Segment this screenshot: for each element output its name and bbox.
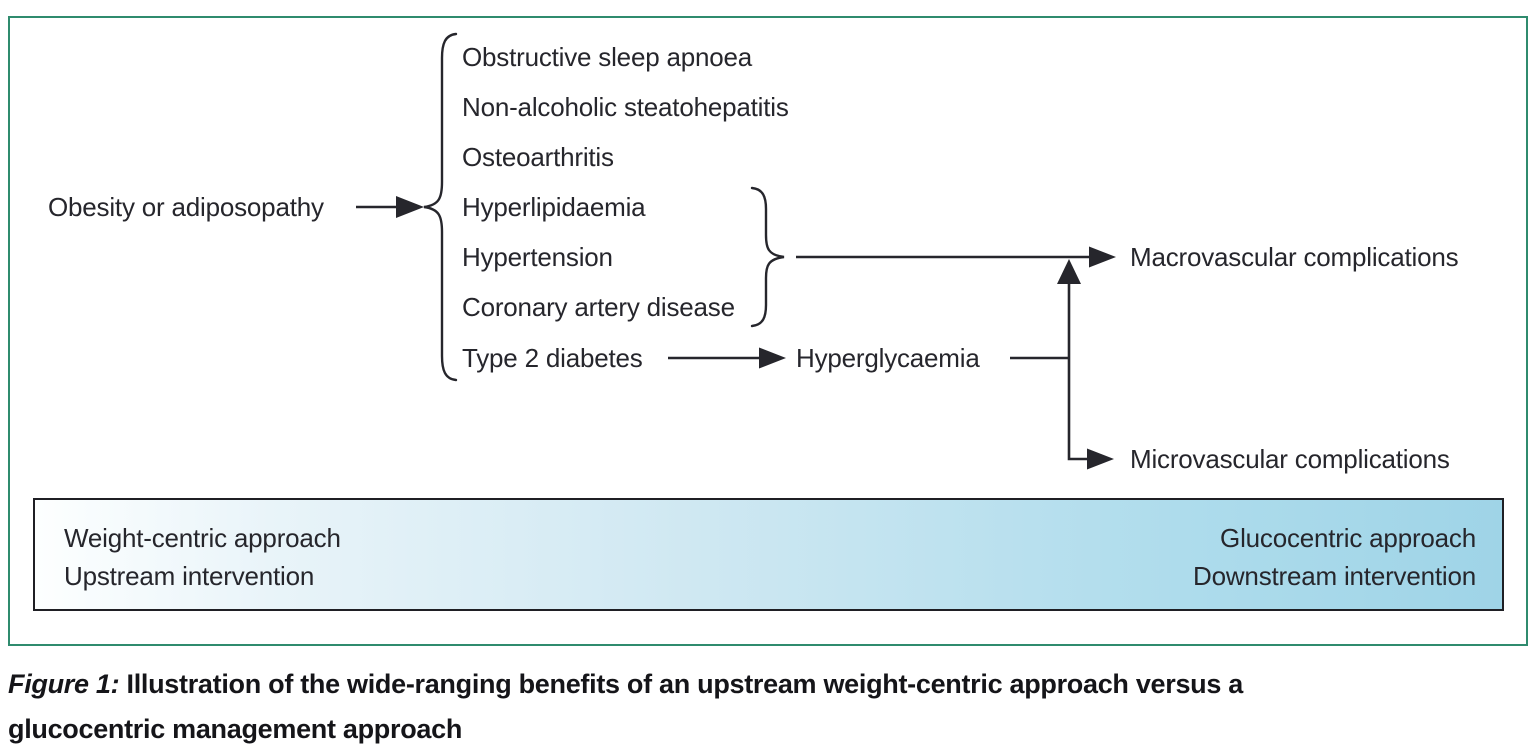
condition-hypertension: Hypertension <box>462 242 613 272</box>
condition-type-2-diabetes: Type 2 diabetes <box>462 343 643 373</box>
microvascular-label: Microvascular complications <box>1130 444 1450 474</box>
glucocentric-text-block: Glucocentric approach Downstream interve… <box>1193 519 1476 595</box>
caption-text-line1: Illustration of the wide-ranging benefit… <box>119 669 1244 699</box>
upstream-intervention-label: Upstream intervention <box>64 561 315 591</box>
macrovascular-label: Macrovascular complications <box>1130 242 1459 272</box>
figure-number-label: Figure 1: <box>8 669 120 699</box>
downstream-intervention-label: Downstream intervention <box>1193 561 1476 591</box>
condition-obstructive-sleep-apnoea: Obstructive sleep apnoea <box>462 42 753 72</box>
obesity-source-label: Obesity or adiposopathy <box>48 192 324 222</box>
weight-centric-text-block: Weight-centric approach Upstream interve… <box>64 519 341 595</box>
condition-coronary-artery-disease: Coronary artery disease <box>462 292 735 322</box>
weight-centric-approach-label: Weight-centric approach <box>64 523 341 553</box>
caption-line-1: Figure 1: Illustration of the wide-rangi… <box>8 662 1498 707</box>
condition-nash: Non-alcoholic steatohepatitis <box>462 92 789 122</box>
condition-osteoarthritis: Osteoarthritis <box>462 142 614 172</box>
figure-caption: Figure 1: Illustration of the wide-rangi… <box>8 662 1498 752</box>
condition-hyperlipidaemia: Hyperlipidaemia <box>462 192 646 222</box>
approach-gradient-bar: Weight-centric approach Upstream interve… <box>33 498 1504 611</box>
caption-line-2: glucocentric management approach <box>8 714 463 744</box>
glucocentric-approach-label: Glucocentric approach <box>1220 523 1476 553</box>
hyperglycaemia-label: Hyperglycaemia <box>796 343 980 373</box>
